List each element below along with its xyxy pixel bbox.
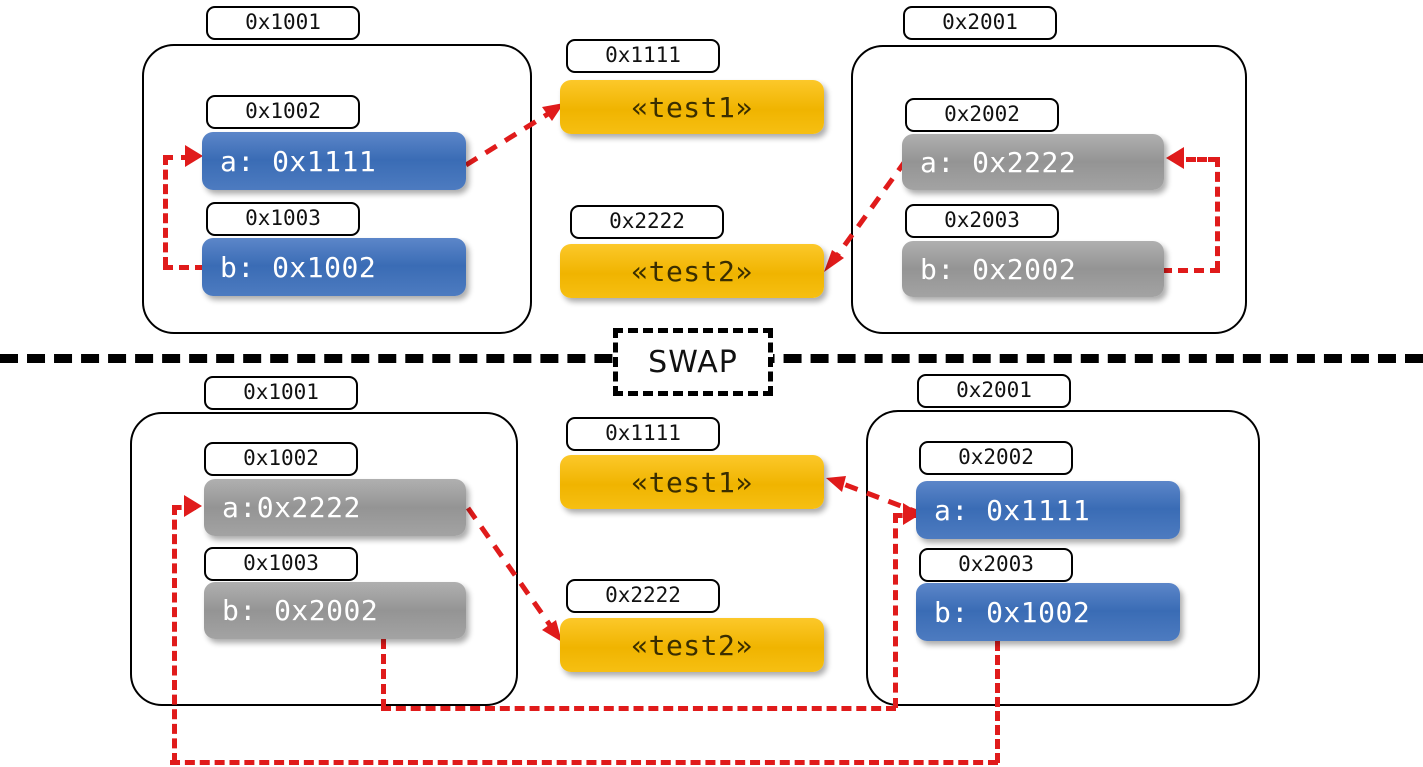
- arrow-right-a-to-test2-before: [824, 158, 909, 272]
- string-box-test1-after: «test1»: [560, 455, 824, 509]
- address-label-right-a-before: 0x2002: [905, 98, 1059, 132]
- arrow-left-a-to-test1-before: [464, 103, 564, 168]
- address-label-right-panel-before: 0x2001: [903, 6, 1057, 40]
- value-box-right-a-after: a: 0x1111: [916, 481, 1180, 539]
- memory-panel-left-before: [142, 44, 532, 334]
- arrow-left-loop-into-a-before: [163, 155, 191, 160]
- arrowhead-left-into-a-before: [185, 145, 203, 167]
- value-box-right-b-before: b: 0x2002: [902, 241, 1164, 297]
- memory-panel-left-after: [130, 412, 518, 706]
- route-left-b-down-after: [381, 639, 386, 709]
- address-label-test2-after: 0x2222: [566, 579, 720, 613]
- swap-label: SWAP: [648, 344, 738, 380]
- arrowhead-right-into-a-before: [1166, 147, 1184, 169]
- route-right-b-down-after: [995, 641, 1000, 763]
- address-label-left-panel-after: 0x1001: [204, 376, 358, 410]
- value-box-left-a-before: a: 0x1111: [202, 132, 466, 190]
- memory-panel-right-after: [866, 410, 1260, 706]
- arrow-left-loop-vertical-before: [163, 155, 168, 267]
- address-label-right-b-after: 0x2003: [919, 548, 1073, 582]
- arrow-left-b-out-before: [163, 265, 205, 270]
- address-label-left-b-before: 0x1003: [206, 202, 360, 236]
- string-box-test2-after: «test2»: [560, 618, 824, 672]
- address-label-left-a-before: 0x1002: [206, 95, 360, 129]
- string-box-test2-before: «test2»: [560, 244, 824, 298]
- address-label-test2-before: 0x2222: [570, 205, 724, 239]
- address-label-test1-after: 0x1111: [566, 417, 720, 451]
- string-box-test1-before: «test1»: [560, 80, 824, 134]
- arrow-right-a-to-test1-after: [826, 476, 923, 517]
- value-box-right-a-before: a: 0x2222: [902, 134, 1164, 190]
- route-right-b-across-after: [170, 760, 998, 765]
- address-label-right-b-before: 0x2003: [905, 204, 1059, 238]
- arrowhead-into-left-a-after: [184, 495, 202, 517]
- swap-label-box: SWAP: [613, 328, 773, 396]
- arrow-right-b-out-before: [1162, 268, 1220, 273]
- route-left-b-across-after: [381, 706, 896, 711]
- route-into-right-a-vertical-after: [893, 513, 898, 708]
- value-box-left-a-after: a:0x2222: [204, 479, 466, 536]
- address-label-right-a-after: 0x2002: [919, 441, 1073, 475]
- address-label-right-panel-after: 0x2001: [917, 374, 1071, 408]
- route-into-left-a-vertical-after: [172, 505, 177, 763]
- address-label-left-a-after: 0x1002: [204, 442, 358, 476]
- address-label-left-b-after: 0x1003: [204, 547, 358, 581]
- arrow-right-loop-vertical-before: [1215, 157, 1220, 271]
- address-label-left-panel-before: 0x1001: [206, 6, 360, 40]
- value-box-left-b-after: b: 0x2002: [204, 582, 466, 639]
- address-label-test1-before: 0x1111: [566, 39, 720, 73]
- memory-panel-right-before: [851, 45, 1247, 334]
- arrow-left-a-to-test2-after: [465, 506, 562, 642]
- arrow-right-loop-into-a-before: [1186, 157, 1218, 162]
- value-box-right-b-after: b: 0x1002: [916, 583, 1180, 641]
- value-box-left-b-before: b: 0x1002: [202, 238, 466, 296]
